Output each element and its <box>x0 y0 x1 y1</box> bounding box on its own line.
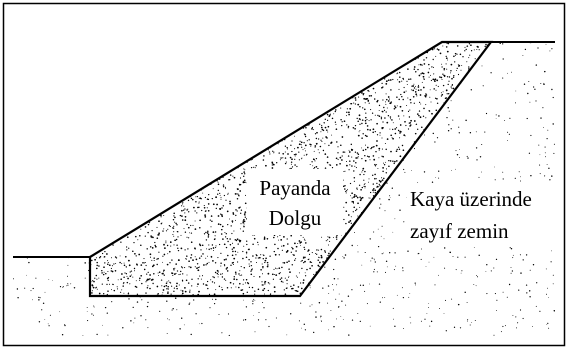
buttress-fill-outline <box>88 40 494 298</box>
fill-label-line2: Dolgu <box>269 206 322 230</box>
buttress-fill-label: Payanda Dolgu <box>247 169 343 235</box>
weak-soil-label: Kaya üzerinde zayıf zemin <box>407 183 562 247</box>
soil-label-line2: zayıf zemin <box>410 219 509 243</box>
fill-label-line1: Payanda <box>259 176 331 200</box>
soil-label-line1: Kaya üzerinde <box>410 187 532 211</box>
